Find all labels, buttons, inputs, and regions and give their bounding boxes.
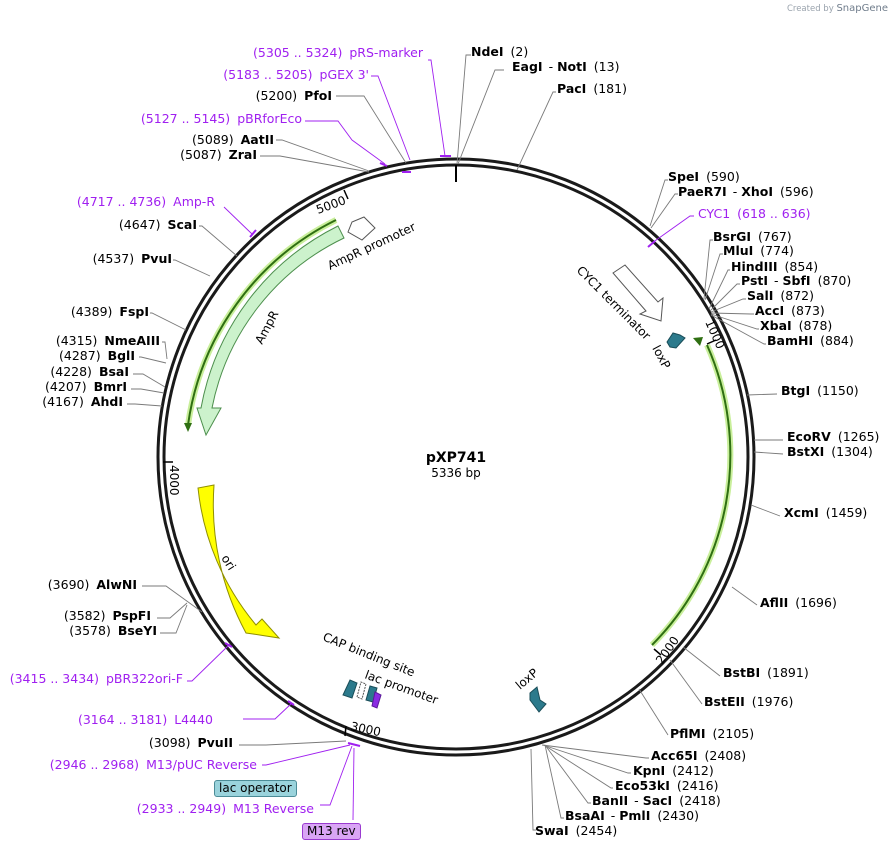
enzyme-acc65i[interactable]: Acc65I(2408)	[651, 748, 746, 763]
primer-m13-reverse[interactable]: (2933 .. 2949)M13 Reverse	[137, 801, 314, 816]
enzyme-bsteii[interactable]: BstEII(1976)	[704, 694, 793, 709]
m13-rev-feature[interactable]	[371, 691, 382, 709]
cyc1-terminator-feature[interactable]	[612, 264, 664, 322]
primer-pgex-3[interactable]: (5183 .. 5205)pGEX 3'	[223, 67, 369, 82]
enzyme-aflii[interactable]: AflII(1696)	[760, 595, 837, 610]
primer-pbrforeco[interactable]: (5127 .. 5145)pBRforEco	[141, 111, 302, 126]
enzyme-acci[interactable]: AccI(873)	[755, 303, 825, 318]
enzyme-sali[interactable]: SalI(872)	[747, 288, 814, 303]
orf-arc-right-head	[693, 337, 703, 346]
ruler-4000-label: 4000	[167, 465, 181, 496]
primer-leader-lines	[187, 59, 694, 821]
enzyme-bamhi[interactable]: BamHI(884)	[767, 333, 854, 348]
primer-prs-marker[interactable]: (5305 .. 5324)pRS-marker	[253, 45, 424, 60]
lac-operator-feature[interactable]	[342, 679, 358, 699]
lac-promoter-feature[interactable]	[365, 685, 378, 703]
ruler-3000-label: 3000	[349, 719, 382, 739]
primer-l4440[interactable]: (3164 .. 3181)L4440	[78, 712, 213, 727]
primer-amp-r[interactable]: (4717 .. 4736)Amp-R	[77, 194, 215, 209]
enzyme-mlui[interactable]: MluI(774)	[723, 243, 794, 258]
enzyme-spei[interactable]: SpeI(590)	[668, 169, 740, 184]
enzyme-btgi[interactable]: BtgI(1150)	[781, 383, 859, 398]
enzyme-bmri[interactable]: (4207)BmrI	[45, 379, 127, 394]
enzyme-ndei[interactable]: NdeI(2)	[471, 44, 528, 59]
ori-feature[interactable]	[197, 484, 281, 639]
ruler-5000-label: 5000	[314, 193, 347, 217]
ampr-feature[interactable]	[196, 225, 345, 437]
enzyme-hindiii[interactable]: HindIII(854)	[731, 259, 818, 274]
enzyme-bstbi[interactable]: BstBI(1891)	[723, 665, 809, 680]
enzyme-pflmi[interactable]: PflMI(2105)	[670, 726, 754, 741]
enzyme-zrai[interactable]: (5087)ZraI	[180, 147, 257, 162]
enzyme-alwni[interactable]: (3690)AlwNI	[48, 577, 137, 592]
enzyme-scai[interactable]: (4647)ScaI	[119, 217, 197, 232]
snapgene-watermark: Created by SnapGene	[787, 3, 888, 14]
ampr-promoter-feature[interactable]	[347, 216, 376, 241]
enzyme-eco53ki[interactable]: Eco53kI(2416)	[615, 778, 718, 793]
enzyme-fspi[interactable]: (4389)FspI	[71, 304, 149, 319]
plasmid-size: 5336 bp	[431, 466, 481, 480]
enzyme-bstxi[interactable]: BstXI(1304)	[787, 444, 873, 459]
enzyme-xbai[interactable]: XbaI(878)	[760, 318, 832, 333]
primer-m13-puc-reverse[interactable]: (2946 .. 2968)M13/pUC Reverse	[50, 757, 258, 772]
enzyme-eagi-noti[interactable]: EagI-NotI(13)	[512, 59, 619, 74]
watermark-created-by: Created by	[786, 4, 834, 14]
enzyme-pvuii[interactable]: (3098)PvuII	[149, 735, 233, 750]
enzyme-pvui[interactable]: (4537)PvuI	[93, 251, 172, 266]
enzyme-paci[interactable]: PacI(181)	[557, 81, 627, 96]
lac-operator-tag[interactable]: lac operator	[214, 780, 297, 797]
enzyme-xcmi[interactable]: XcmI(1459)	[784, 505, 867, 520]
enzyme-kpni[interactable]: KpnI(2412)	[633, 763, 714, 778]
enzyme-paer7i-xhoi[interactable]: PaeR7I-XhoI(596)	[678, 184, 814, 199]
ruler-4000: 4000	[163, 461, 181, 496]
enzyme-ecorv[interactable]: EcoRV(1265)	[787, 429, 879, 444]
primer-pbr322ori-f[interactable]: (3415 .. 3434)pBR322ori-F	[10, 671, 183, 686]
cap-binding-site-feature[interactable]	[356, 681, 367, 700]
enzyme-bsaai-pmli[interactable]: BsaAI-PmlI(2430)	[565, 808, 699, 823]
orf-arc-right	[651, 344, 732, 646]
enzyme-nmeaiii[interactable]: (4315)NmeAIII	[56, 333, 160, 348]
backbone-outer-strand	[156, 157, 756, 757]
enzyme-bsrgi[interactable]: BsrGI(767)	[713, 229, 792, 244]
enzyme-bseyi[interactable]: (3578)BseYI	[69, 623, 157, 638]
orf-arc-left	[187, 219, 337, 426]
enzyme-psti-sbfi[interactable]: PstI-SbfI(870)	[741, 273, 851, 288]
enzyme-ahdi[interactable]: (4167)AhdI	[42, 394, 123, 409]
enzyme-swai[interactable]: SwaI(2454)	[535, 823, 617, 838]
loxp-feature-upper[interactable]	[666, 332, 686, 349]
enzyme-pspfi[interactable]: (3582)PspFI	[64, 608, 151, 623]
watermark-brand: SnapGene	[836, 3, 888, 14]
primer-cyc1[interactable]: CYC1(618 .. 636)	[698, 206, 811, 221]
loxp-feature-lower[interactable]	[529, 686, 547, 713]
enzyme-bgli[interactable]: (4287)BglI	[59, 348, 135, 363]
enzyme-pfoi[interactable]: (5200)PfoI	[256, 88, 332, 103]
ruler-3000: 3000	[344, 719, 382, 739]
ampr-label: AmpR	[252, 308, 281, 346]
m13-rev-tag[interactable]: M13 rev	[302, 823, 361, 840]
enzyme-leader-lines	[127, 54, 784, 831]
orf-arc-left-head	[184, 423, 192, 432]
plasmid-name: pXP741	[426, 450, 486, 466]
enzyme-banii-saci[interactable]: BanII-SacI(2418)	[592, 793, 721, 808]
enzyme-aatii[interactable]: (5089)AatII	[192, 132, 274, 147]
enzyme-bsai[interactable]: (4228)BsaI	[50, 364, 129, 379]
